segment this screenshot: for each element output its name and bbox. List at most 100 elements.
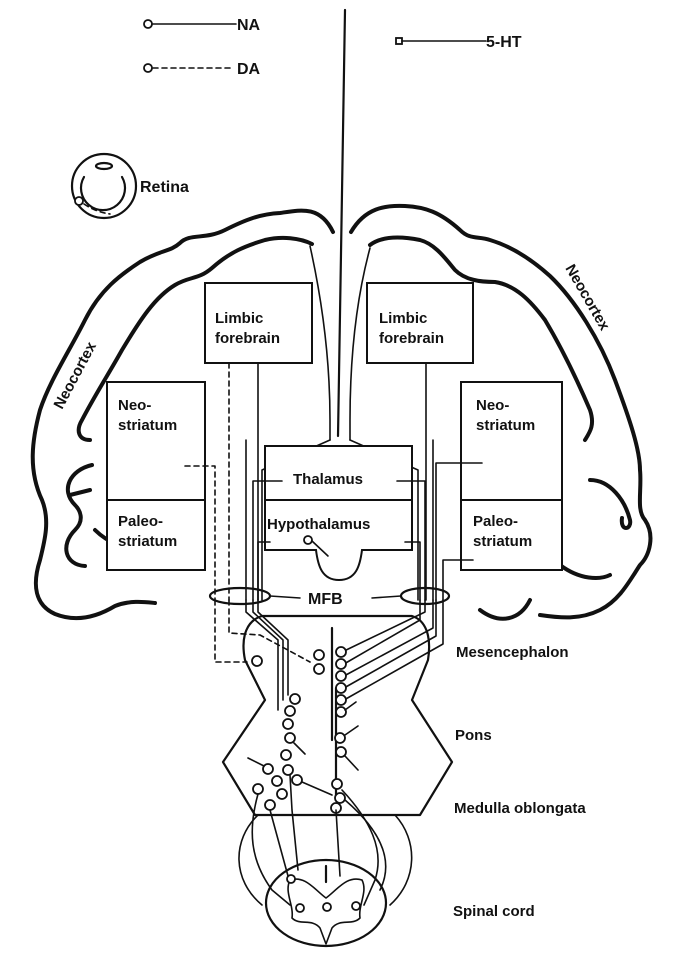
- mfb: MFB: [208, 586, 451, 608]
- limbic-right-label-1: Limbic: [379, 310, 427, 327]
- mfb-label: MFB: [308, 591, 343, 608]
- spinal-cord-outline: [264, 858, 388, 948]
- ht-cell-5: [335, 694, 347, 706]
- limbic-right-label-2: forebrain: [379, 330, 444, 347]
- right-cortex-inner-contour: [368, 235, 595, 442]
- retina-cell: [74, 196, 84, 206]
- mfb-left-ellipse: [208, 586, 272, 606]
- legend-5ht: 5-HT: [395, 34, 522, 51]
- process-6: [344, 701, 357, 711]
- thalamus-right-fibre: [396, 480, 426, 601]
- limbic-forebrain-right: Limbic forebrain: [366, 282, 474, 364]
- hypothalamus-box: [264, 499, 413, 582]
- spinal-cord: Spinal cord: [264, 858, 535, 948]
- central-ascending-tract: [336, 8, 347, 438]
- left-cortical-fibre: [309, 245, 331, 441]
- left-cortex-outer-contour: [30, 208, 335, 621]
- ht-cell-10: [334, 792, 346, 804]
- left-sulcus-1: [68, 488, 92, 497]
- right-sulcus: [558, 563, 612, 580]
- na-cell-11: [264, 799, 276, 811]
- ht-cell-2: [335, 658, 347, 670]
- desc-fibre-outer-left: [238, 814, 263, 906]
- neostriatum-left-label-1: Neo-: [118, 397, 151, 414]
- na-cell-8: [271, 775, 283, 787]
- ht-fibre-3: [343, 599, 434, 677]
- thalamus-box: [264, 445, 413, 501]
- brainstem-outline: [221, 614, 454, 817]
- ht-cell-1: [335, 646, 347, 658]
- paleostriatum-left-label-1: Paleo-: [118, 513, 163, 530]
- process-2: [247, 757, 265, 767]
- brainstem: [221, 614, 454, 817]
- na-cell-3: [282, 718, 294, 730]
- mfb-left-pointer: [269, 595, 301, 599]
- thalamus-label: Thalamus: [293, 471, 363, 488]
- process-3: [301, 781, 333, 796]
- retina-eye-outer: [70, 152, 138, 220]
- neostriatum-left-da-fibre: [184, 465, 216, 601]
- na-cell-10: [276, 788, 288, 800]
- da-cell-sn: [251, 655, 263, 667]
- legend-da-label: DA: [237, 61, 261, 78]
- process-1: [293, 742, 306, 755]
- na-cell-5: [280, 749, 292, 761]
- brainstem-cells: [251, 646, 347, 814]
- na-fibre-1: [245, 599, 279, 711]
- right-cortex-outer-contour: [349, 203, 653, 620]
- limbic-left-box: [204, 282, 313, 364]
- ht-cell-3: [335, 670, 347, 682]
- legend: NA DA 5-HT: [143, 17, 522, 78]
- ht-fibre-5: [343, 599, 444, 701]
- desc-fibre-3: [289, 774, 299, 871]
- na-cell-2: [284, 705, 296, 717]
- neostriatum-left-box: [106, 381, 206, 501]
- desc-fibre-5: [341, 789, 379, 906]
- process-4: [344, 725, 359, 736]
- spinal-cell-4: [351, 901, 361, 911]
- legend-na-label: NA: [237, 17, 261, 34]
- ht-cell-9: [331, 778, 343, 790]
- left-cortex-gyrus-lower: [64, 463, 94, 568]
- limbic-forebrain-left: Limbic forebrain: [204, 282, 313, 364]
- limbic-left-label-1: Limbic: [215, 310, 263, 327]
- desc-fibre-4: [335, 809, 341, 877]
- legend-na: NA: [143, 17, 261, 34]
- cell-processes: [247, 701, 359, 796]
- descending-fibres: [238, 774, 413, 906]
- na-cell-icon: [143, 19, 153, 29]
- retina-lens: [94, 161, 114, 171]
- na-fibre-3: [257, 599, 289, 696]
- thalamus-left-fibre: [252, 480, 283, 601]
- spinal-cell-2: [295, 903, 305, 913]
- na-cell-1: [289, 693, 301, 705]
- limbic-right-box: [366, 282, 474, 364]
- ht-fibre-4: [343, 599, 437, 689]
- da-fibre-2: [214, 599, 248, 663]
- striatum-right: Neo- striatum Paleo- striatum: [460, 381, 563, 571]
- process-5: [344, 755, 359, 771]
- diencephalon: Thalamus Hypothalamus: [264, 445, 413, 582]
- ht-fibre-1: [341, 599, 426, 653]
- neostriatum-left-label-2: striatum: [118, 417, 177, 434]
- forebrain-fibres: [184, 362, 483, 601]
- medulla-label: Medulla oblongata: [454, 800, 586, 817]
- na-cell-12: [291, 774, 303, 786]
- spinal-grey-matter: [287, 878, 365, 945]
- na-cell-4: [284, 732, 296, 744]
- 5ht-cell-icon: [395, 37, 403, 45]
- paleostriatum-right-label-1: Paleo-: [473, 513, 518, 530]
- da-cell-vta-1: [313, 649, 325, 661]
- legend-5ht-label: 5-HT: [486, 34, 522, 51]
- right-cortex-gyrus: [588, 478, 633, 530]
- da-cell-vta-2: [313, 663, 325, 675]
- paleostriatum-right-fibre: [442, 559, 474, 601]
- ht-cell-7: [334, 732, 346, 744]
- da-cell-icon: [143, 63, 153, 73]
- right-lower-lobe: [478, 598, 532, 621]
- mfb-right-pointer: [371, 595, 402, 599]
- desc-fibre-outer-right: [389, 814, 413, 906]
- desc-fibre-2: [269, 809, 289, 877]
- da-fibre-1: [228, 599, 311, 663]
